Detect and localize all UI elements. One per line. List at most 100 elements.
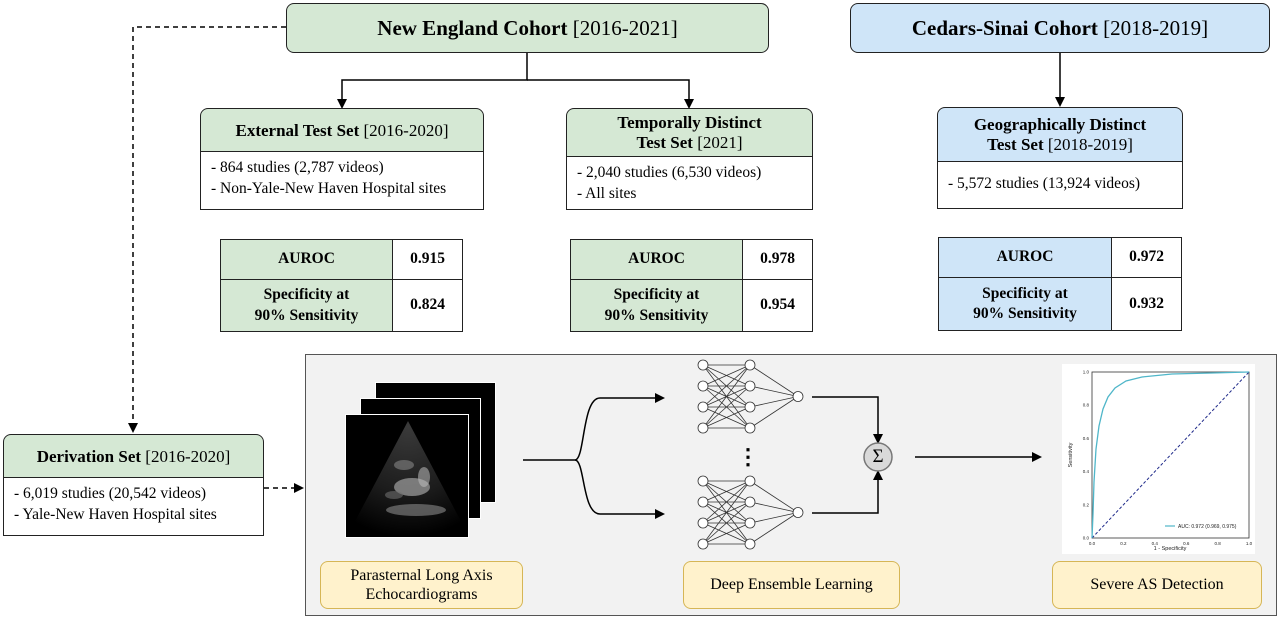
input-label-2: Echocardiograms (365, 586, 478, 603)
geographic-title-1: Geographically Distinct (973, 115, 1147, 135)
nn-edge (702, 501, 751, 545)
roc-x-tick: 0.4 (1152, 541, 1159, 546)
nn-node (697, 517, 709, 529)
nn-edge (702, 522, 751, 545)
sum-node (863, 442, 893, 472)
nn-edge (749, 385, 799, 397)
temporal-line-2: - All sites (577, 184, 637, 202)
nn-node (697, 401, 709, 413)
external-spec-value: 0.824 (392, 279, 463, 332)
nn-node (744, 538, 756, 550)
nn-edge (702, 480, 751, 503)
roc-diagonal (1091, 371, 1250, 539)
nn-node (792, 391, 804, 402)
roc-x-tick: 0.6 (1183, 541, 1190, 546)
nn-node (697, 422, 709, 434)
nn-edge (749, 501, 799, 513)
sum-symbol: Σ (872, 446, 884, 467)
new-england-years: [2016-2021] (572, 15, 678, 40)
nn-node (744, 496, 756, 508)
geographic-spec-value: 0.932 (1111, 277, 1182, 331)
roc-x-tick: 0.8 (1214, 541, 1221, 546)
nn-node (744, 401, 756, 413)
derivation-line-1: - 6,019 studies (20,542 videos) (14, 485, 207, 502)
roc-xlabel: 1 - Specificity (1154, 546, 1187, 552)
nn-node (697, 496, 709, 508)
roc-y-tick: 0.4 (1083, 469, 1090, 474)
geographic-auroc-label: AUROC (938, 237, 1112, 278)
geographic-spec-label-2: 90% Sensitivity (973, 305, 1077, 322)
roc-svg: 0.00.00.20.20.40.40.60.60.80.81.01.0 AUC… (1068, 370, 1253, 553)
branch-lower-arrow (574, 459, 665, 519)
new-england-cohort-node: New England Cohort [2016-2021] (286, 3, 769, 53)
temporal-test-set-body: - 2,040 studies (6,530 videos) - All sit… (566, 156, 813, 210)
temporal-auroc-label: AUROC (570, 239, 743, 280)
cedars-sinai-title: Cedars-Sinai Cohort (911, 15, 1098, 40)
temporal-title-1: Temporally Distinct (617, 113, 762, 133)
nn-node (744, 475, 756, 487)
new-england-title: New England Cohort (377, 15, 568, 40)
output-tag: Severe AS Detection (1052, 561, 1262, 609)
nn-node (792, 507, 804, 518)
roc-y-tick: 0.2 (1083, 502, 1090, 507)
roc-y-tick: 0.6 (1083, 436, 1090, 441)
nn-node (744, 359, 756, 371)
temporal-spec-value: 0.954 (742, 279, 813, 332)
temporal-spec-label-2: 90% Sensitivity (604, 306, 709, 324)
roc-y-tick: 0.8 (1083, 403, 1090, 408)
external-auroc-label: AUROC (220, 239, 393, 280)
geographic-line-1: - 5,572 studies (13,924 videos) (948, 175, 1141, 192)
geographic-spec-label-1: Specificity at (982, 284, 1068, 302)
temporal-spec-label-1: Specificity at (613, 286, 700, 304)
geographic-test-set-header: Geographically Distinct Test Set [2018-2… (937, 107, 1183, 163)
geographic-spec-label: Specificity at 90% Sensitivity (938, 277, 1112, 331)
external-years: [2016-2020] (363, 120, 449, 140)
nn-edge (702, 364, 751, 429)
nn-edge (749, 480, 799, 513)
nn-edge (702, 480, 751, 545)
roc-ticks: 0.00.00.20.20.40.40.60.60.80.81.01.0 (1083, 370, 1253, 547)
external-line-2: - Non-Yale-New Haven Hospital sites (211, 179, 447, 197)
geographic-title-2: Test Set (987, 135, 1044, 154)
nn-edge (702, 480, 751, 524)
nn-node (697, 538, 709, 550)
nn-node (744, 422, 756, 434)
derivation-years: [2016-2020] (145, 446, 231, 466)
roc-curve (1091, 371, 1250, 539)
roc-y-tick: 0.0 (1083, 536, 1090, 541)
external-spec-label-1: Specificity at (263, 286, 350, 304)
nn-edge (749, 396, 799, 429)
nn-edge (749, 512, 799, 524)
derivation-set-body: - 6,019 studies (20,542 videos) - Yale-N… (3, 477, 264, 536)
external-auroc-value: 0.915 (392, 239, 463, 280)
derivation-line-2: - Yale-New Haven Hospital sites (14, 505, 217, 523)
branch-upper-arrow (574, 393, 665, 461)
nn-node (697, 475, 709, 487)
temporal-test-set-header: Temporally Distinct Test Set [2021] (566, 108, 813, 158)
derivation-title: Derivation Set (36, 446, 142, 466)
nn-edge (702, 364, 751, 387)
cedars-sinai-cohort-node: Cedars-Sinai Cohort [2018-2019] (850, 3, 1270, 53)
nn-edge (702, 385, 751, 429)
external-line-1: - 864 studies (2,787 videos) (211, 159, 384, 176)
derivation-dashed-connector (128, 26, 286, 433)
nn-edge (749, 364, 799, 397)
temporal-title-2: Test Set (636, 133, 693, 152)
temporal-years: [2021] (697, 133, 743, 152)
geographic-years: [2018-2019] (1047, 135, 1133, 154)
external-test-set-body: - 864 studies (2,787 videos) - Non-Yale-… (200, 151, 484, 210)
roc-x-tick: 0.2 (1120, 541, 1127, 546)
roc-y-tick: 1.0 (1083, 370, 1090, 375)
nn-node (697, 359, 709, 371)
nn-edge (749, 396, 799, 408)
external-title: External Test Set (235, 120, 360, 140)
temporal-auroc-value: 0.978 (742, 239, 813, 280)
temporal-spec-label: Specificity at 90% Sensitivity (570, 279, 743, 332)
nn-node (744, 380, 756, 392)
nn-upper-to-sum (812, 396, 883, 444)
